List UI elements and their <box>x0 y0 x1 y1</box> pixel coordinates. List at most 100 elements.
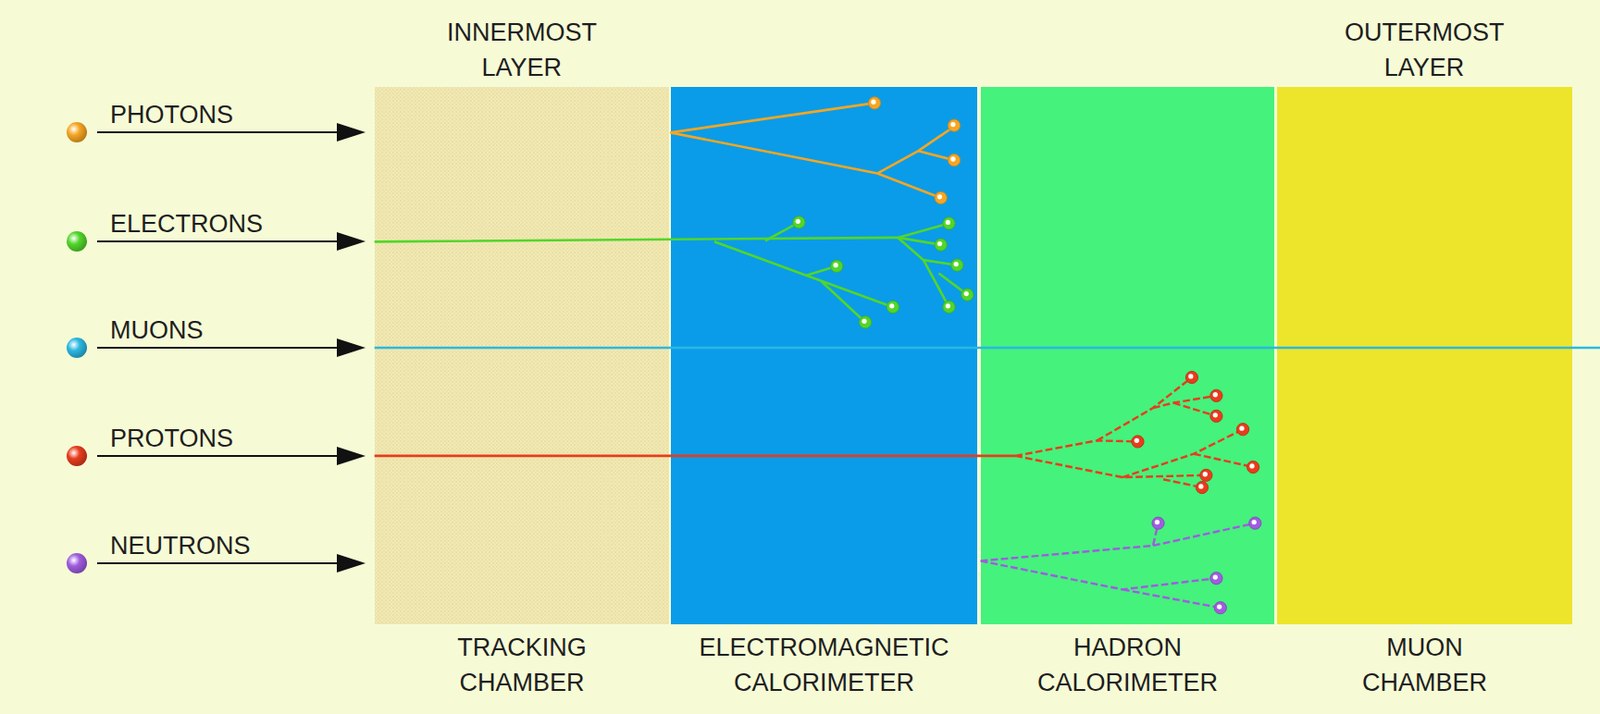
layer-position-label: INNERMOST LAYER <box>446 14 597 86</box>
track-line <box>1015 440 1138 457</box>
dot-highlight <box>1203 471 1208 477</box>
arrow-head <box>336 554 366 573</box>
track-end-dot <box>1210 572 1223 585</box>
detector-layer: MUON CHAMBER <box>1277 86 1573 701</box>
arrow-line <box>97 562 339 565</box>
track-end-dot <box>1152 517 1165 530</box>
dot-body <box>1210 572 1223 585</box>
dot-body <box>1195 481 1208 494</box>
track-end-dot <box>868 97 881 110</box>
dot-highlight <box>937 194 943 199</box>
track-line <box>1122 429 1243 478</box>
track-end-dot <box>961 288 974 301</box>
dot-body <box>942 300 956 313</box>
track-end-dot <box>1214 602 1227 615</box>
dot-body <box>831 260 844 273</box>
track-end-dot <box>1246 460 1259 473</box>
track-end-dot <box>793 216 806 229</box>
particle-tracks <box>374 97 1600 615</box>
dot-body <box>934 238 947 251</box>
dot-highlight <box>1154 520 1160 525</box>
detector-layer: HADRON CALORIMETER <box>980 86 1275 701</box>
track-end-dot <box>886 300 899 313</box>
dot-body <box>1152 517 1165 530</box>
arrow-head <box>336 338 366 358</box>
dot-highlight <box>950 122 956 127</box>
band <box>670 86 978 625</box>
dot-body <box>1249 517 1262 530</box>
track-line <box>877 126 955 174</box>
particle-label: ELECTRONS <box>110 206 263 242</box>
track-line <box>897 237 957 266</box>
layer-name: ELECTROMAGNETIC CALORIMETER <box>698 630 949 701</box>
dot-body <box>934 191 947 204</box>
dot-body <box>858 316 871 329</box>
dot-highlight <box>889 303 894 309</box>
track-end-dot <box>951 259 964 272</box>
dot-highlight <box>945 220 951 225</box>
incoming-arrows <box>66 122 366 574</box>
dot-highlight <box>937 241 943 247</box>
track-line <box>1173 403 1216 417</box>
dot-highlight <box>861 319 867 324</box>
track-line <box>374 347 1600 350</box>
track-line <box>821 281 866 323</box>
detector-layer: ELECTROMAGNETIC CALORIMETER <box>670 86 978 701</box>
track-end-dot <box>1195 481 1208 494</box>
dot-highlight <box>1213 412 1218 418</box>
track-line <box>374 455 1016 459</box>
particle-label: PROTONS <box>110 421 234 457</box>
dot-body <box>1185 371 1198 384</box>
track-end-dot <box>1210 409 1223 422</box>
dot-body <box>1210 389 1223 402</box>
dot-body <box>793 216 806 229</box>
track-line <box>980 560 1217 590</box>
dot-highlight <box>945 303 951 309</box>
dot-highlight <box>964 291 969 297</box>
band <box>1277 86 1573 625</box>
dot-highlight <box>1188 373 1193 379</box>
dot-highlight <box>795 219 801 224</box>
dot-highlight <box>1213 392 1218 397</box>
track-line <box>980 523 1159 562</box>
dot-body <box>942 217 956 230</box>
arrow-head <box>336 232 366 251</box>
particle-label: MUONS <box>110 312 204 348</box>
track-end-dot <box>1185 371 1198 384</box>
layer-position-label: OUTERMOST LAYER <box>1344 14 1504 86</box>
track-line <box>1153 523 1255 546</box>
dot-highlight <box>1239 425 1244 431</box>
dot-body <box>947 154 960 167</box>
dot-body <box>868 97 881 110</box>
dot-body <box>1200 469 1213 482</box>
particle-dot <box>66 122 87 143</box>
track-line <box>1193 454 1253 468</box>
detector-layer: TRACKING CHAMBER <box>374 86 670 701</box>
track-line <box>923 260 950 308</box>
band <box>980 86 1275 625</box>
track-line <box>1122 589 1221 608</box>
track-end-dot <box>1210 389 1223 402</box>
arrow-line <box>97 131 339 134</box>
track-end-dot <box>947 119 960 132</box>
arrow-head <box>336 123 366 142</box>
particle-dot <box>66 231 87 252</box>
dot-highlight <box>832 262 838 268</box>
dot-body <box>951 259 964 272</box>
arrow-line <box>97 347 339 349</box>
particle-dot <box>66 446 87 467</box>
dot-body <box>886 300 899 313</box>
layer-name: HADRON CALORIMETER <box>1037 630 1218 701</box>
dot-highlight <box>1249 463 1254 469</box>
layer-name: MUON CHAMBER <box>1362 630 1488 701</box>
dot-highlight <box>1134 438 1140 444</box>
track-end-dot <box>1249 517 1262 530</box>
dot-highlight <box>1216 604 1222 609</box>
track-end-dot <box>1236 423 1249 436</box>
arrow-line <box>97 240 339 243</box>
track-end-dot <box>934 191 947 204</box>
track-line <box>669 132 941 199</box>
track-end-dot <box>1200 469 1213 482</box>
dot-body <box>1246 460 1259 473</box>
